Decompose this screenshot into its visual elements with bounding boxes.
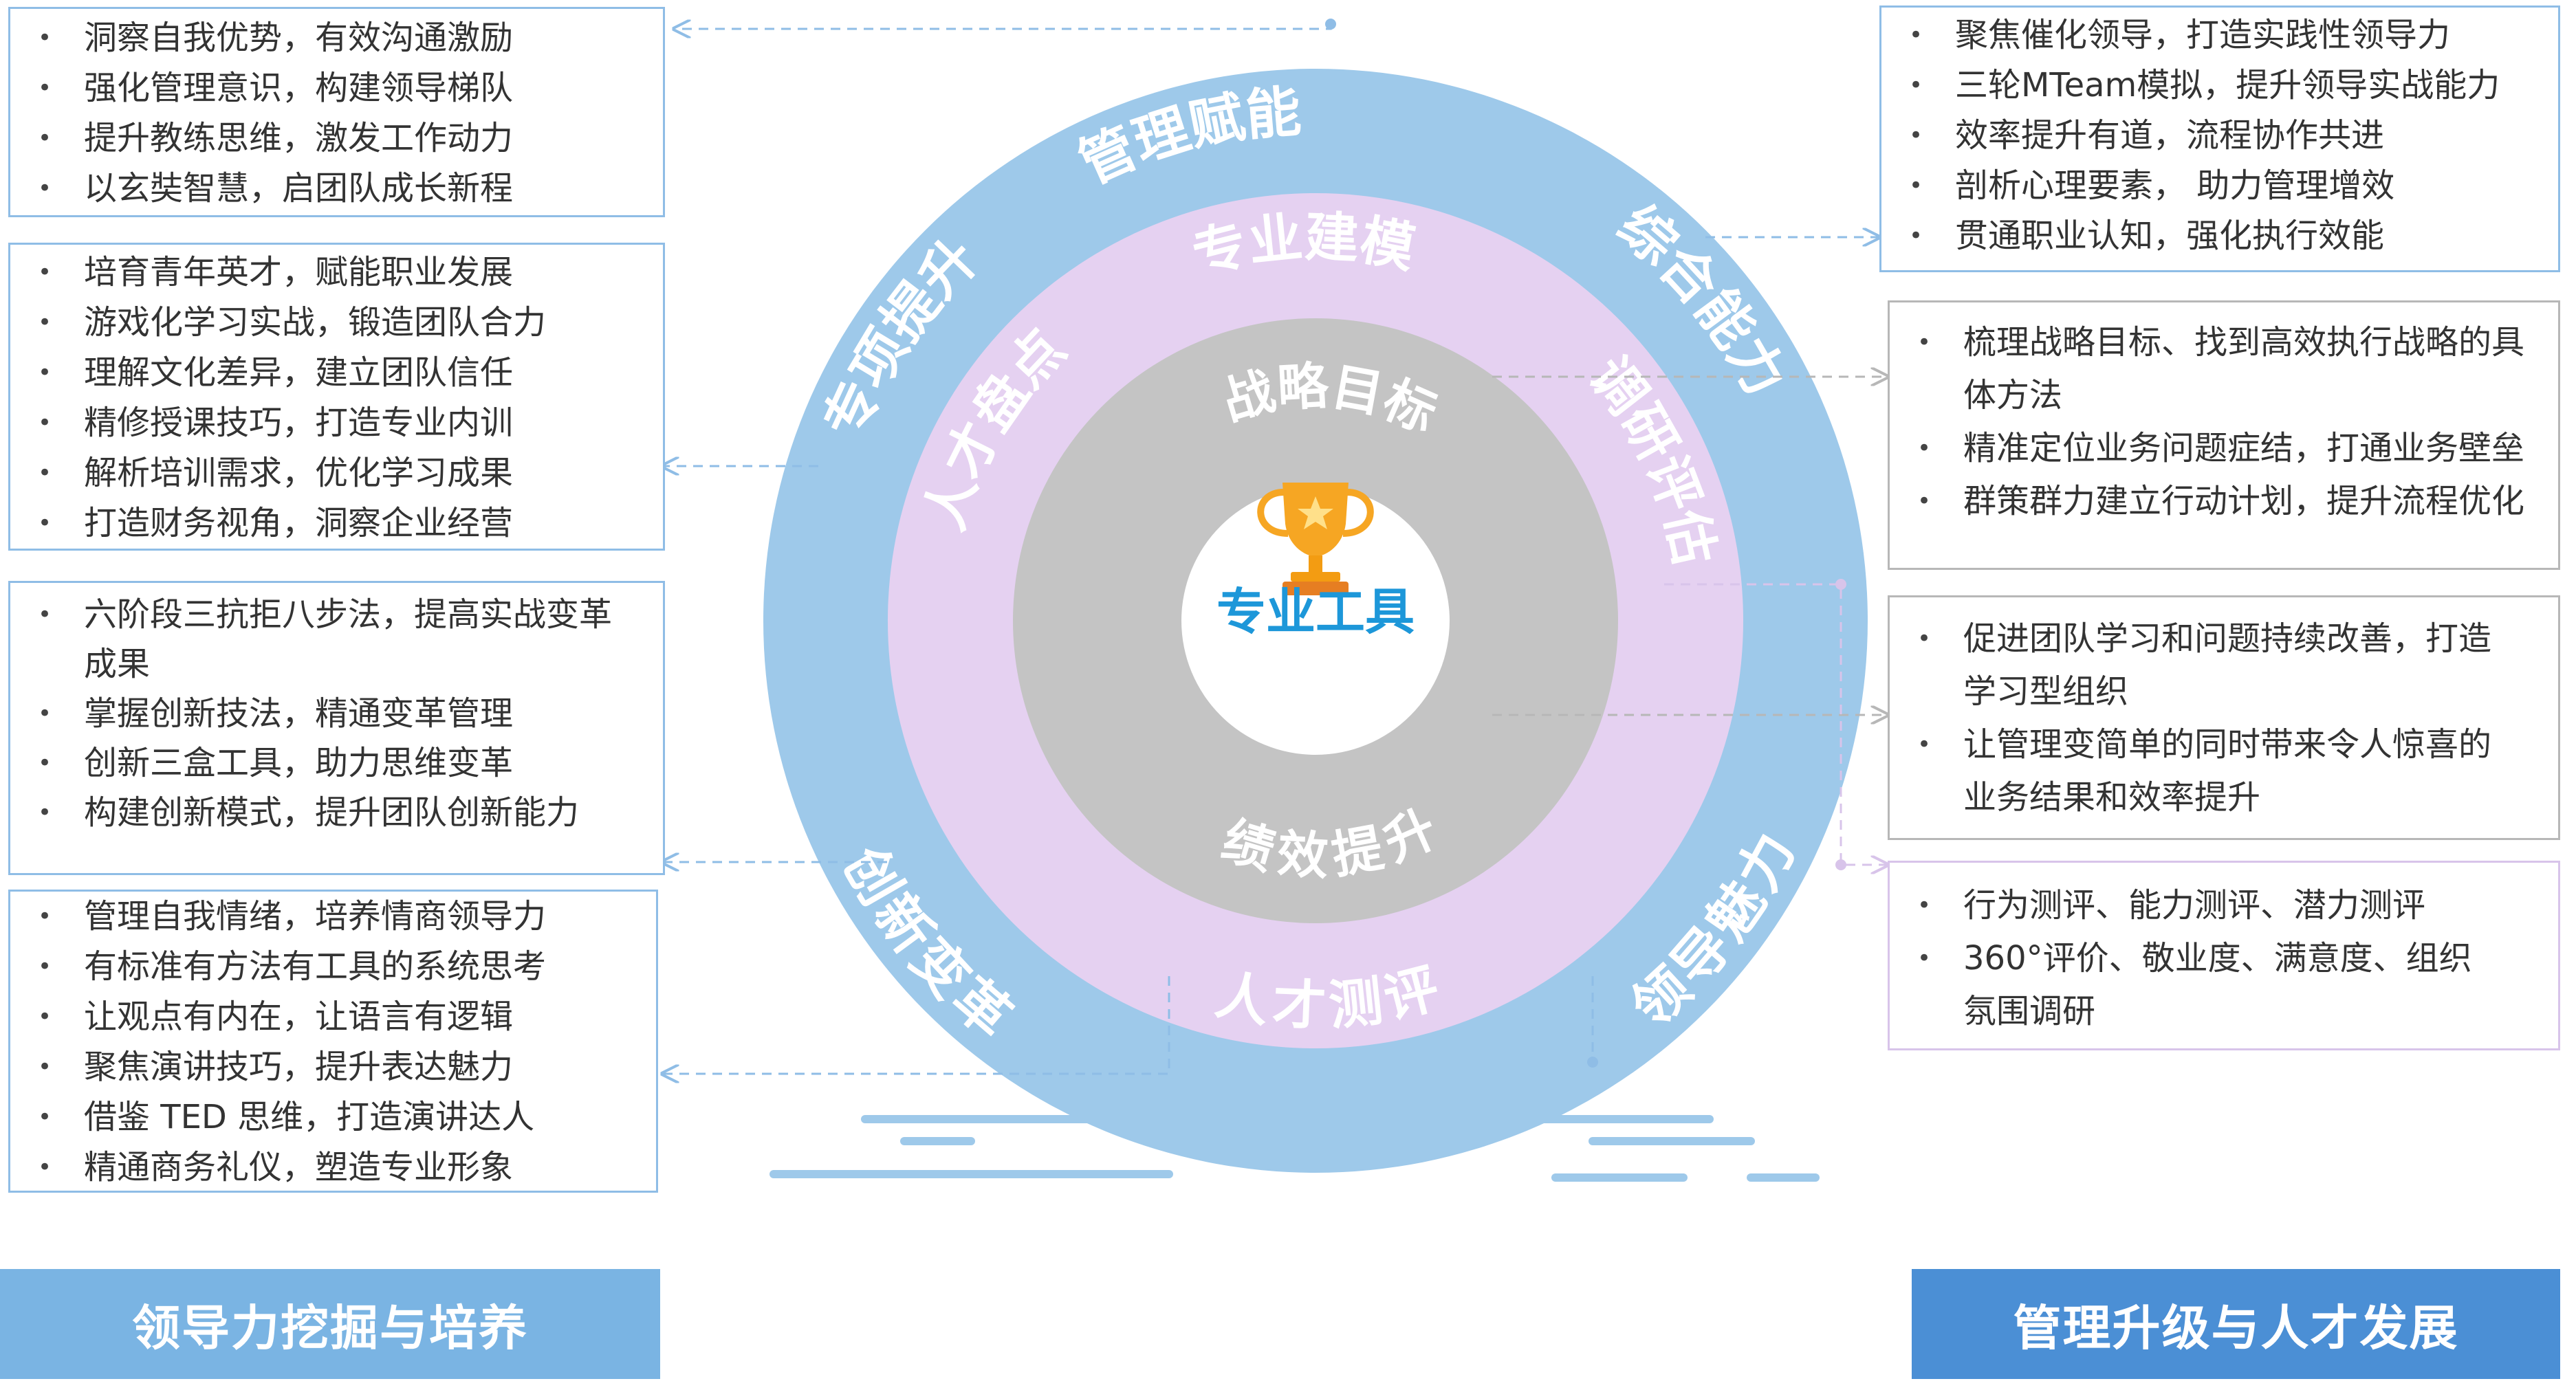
panel-list: 管理自我情绪，培养情商领导力 有标准有方法有工具的系统思考 让观点有内在，让语言…	[10, 892, 656, 1193]
list-item: 六阶段三抗拒八步法，提高实战变革成果	[10, 590, 642, 689]
list-item: 打造财务视角，洞察企业经营	[10, 498, 663, 549]
list-item: 贯通职业认知，强化执行效能	[1881, 211, 2558, 261]
right-connectors	[1492, 237, 1888, 1062]
panel-list: 聚焦催化领导，打造实践性领导力 三轮MTeam模拟，提升领导实战能力 效率提升有…	[1881, 10, 2558, 261]
right-panel-performance: 促进团队学习和问题持续改善，打造学习型组织 让管理变简单的同时带来令人惊喜的业务…	[1888, 595, 2560, 840]
list-item: 强化管理意识，构建领导梯队	[10, 63, 663, 113]
panel-list: 梳理战略目标、找到高效执行战略的具体方法 精准定位业务问题症结，打通业务壁垒 群…	[1890, 316, 2531, 528]
panel-list: 培育青年英才，赋能职业发展 游戏化学习实战，锻造团队合力 理解文化差异，建立团队…	[10, 247, 663, 549]
connector-dot	[1587, 1057, 1598, 1068]
list-item: 梳理战略目标、找到高效执行战略的具体方法	[1890, 316, 2531, 422]
banner-right: 管理升级与人才发展	[1912, 1269, 2560, 1379]
left-panel-special-improvement: 培育青年英才，赋能职业发展 游戏化学习实战，锻造团队合力 理解文化差异，建立团队…	[8, 243, 665, 551]
list-item: 三轮MTeam模拟，提升领导实战能力	[1881, 60, 2558, 111]
list-item: 创新三盒工具，助力思维变革	[10, 738, 642, 788]
list-item: 360°评价、敬业度、满意度、组织氛围调研	[1890, 932, 2496, 1038]
list-item: 借鉴 TED 思维，打造演讲达人	[10, 1092, 656, 1143]
right-panel-talent-assessment: 行为测评、能力测评、潜力测评 360°评价、敬业度、满意度、组织氛围调研	[1888, 861, 2560, 1050]
list-item: 培育青年英才，赋能职业发展	[10, 247, 663, 298]
list-item: 让管理变简单的同时带来令人惊喜的业务结果和效率提升	[1890, 718, 2510, 824]
panel-list: 促进团队学习和问题持续改善，打造学习型组织 让管理变简单的同时带来令人惊喜的业务…	[1890, 613, 2510, 824]
connector-dot	[1835, 579, 1846, 590]
banner-left: 领导力挖掘与培养	[0, 1269, 660, 1379]
left-panel-leadership-charm: 管理自我情绪，培养情商领导力 有标准有方法有工具的系统思考 让观点有内在，让语言…	[8, 890, 658, 1193]
right-panel-strategy: 梳理战略目标、找到高效执行战略的具体方法 精准定位业务问题症结，打通业务壁垒 群…	[1888, 300, 2560, 570]
panel-list: 六阶段三抗拒八步法，提高实战变革成果 掌握创新技法，精通变革管理 创新三盒工具，…	[10, 590, 642, 837]
left-panel-management-empowerment: 洞察自我优势，有效沟通激励 强化管理意识，构建领导梯队 提升教练思维，激发工作动…	[8, 7, 665, 217]
core-circle	[1181, 487, 1450, 755]
panel-list: 洞察自我优势，有效沟通激励 强化管理意识，构建领导梯队 提升教练思维，激发工作动…	[10, 13, 663, 214]
list-item: 提升教练思维，激发工作动力	[10, 113, 663, 164]
connector-dot	[1835, 859, 1846, 870]
list-item: 效率提升有道，流程协作共进	[1881, 111, 2558, 161]
list-item: 精修授课技巧，打造专业内训	[10, 398, 663, 448]
list-item: 解析培训需求，优化学习成果	[10, 448, 663, 498]
list-item: 精准定位业务问题症结，打通业务壁垒	[1890, 422, 2531, 475]
connector-dot	[1325, 19, 1336, 30]
list-item: 让观点有内在，让语言有逻辑	[10, 992, 656, 1042]
list-item: 理解文化差异，建立团队信任	[10, 348, 663, 398]
trophy-icon	[1257, 483, 1374, 595]
list-item: 有标准有方法有工具的系统思考	[10, 942, 656, 992]
list-item: 洞察自我优势，有效沟通激励	[10, 13, 663, 63]
list-item: 掌握创新技法，精通变革管理	[10, 689, 642, 738]
list-item: 促进团队学习和问题持续改善，打造学习型组织	[1890, 613, 2510, 718]
list-item: 构建创新模式，提升团队创新能力	[10, 788, 642, 837]
left-panel-innovation-change: 六阶段三抗拒八步法，提高实战变革成果 掌握创新技法，精通变革管理 创新三盒工具，…	[8, 581, 665, 875]
right-panel-comprehensive-ability: 聚焦催化领导，打造实践性领导力 三轮MTeam模拟，提升领导实战能力 效率提升有…	[1879, 5, 2560, 272]
list-item: 聚焦催化领导，打造实践性领导力	[1881, 10, 2558, 60]
center-label: 专业工具	[1216, 583, 1415, 641]
list-item: 以玄奘智慧，启团队成长新程	[10, 164, 663, 214]
panel-list: 行为测评、能力测评、潜力测评 360°评价、敬业度、满意度、组织氛围调研	[1890, 879, 2496, 1038]
list-item: 游戏化学习实战，锻造团队合力	[10, 298, 663, 348]
list-item: 管理自我情绪，培养情商领导力	[10, 892, 656, 942]
list-item: 剖析心理要素， 助力管理增效	[1881, 161, 2558, 211]
list-item: 群策群力建立行动计划，提升流程优化	[1890, 475, 2531, 528]
list-item: 行为测评、能力测评、潜力测评	[1890, 879, 2496, 932]
list-item: 聚焦演讲技巧，提升表达魅力	[10, 1042, 656, 1092]
list-item: 精通商务礼仪，塑造专业形象	[10, 1143, 656, 1193]
